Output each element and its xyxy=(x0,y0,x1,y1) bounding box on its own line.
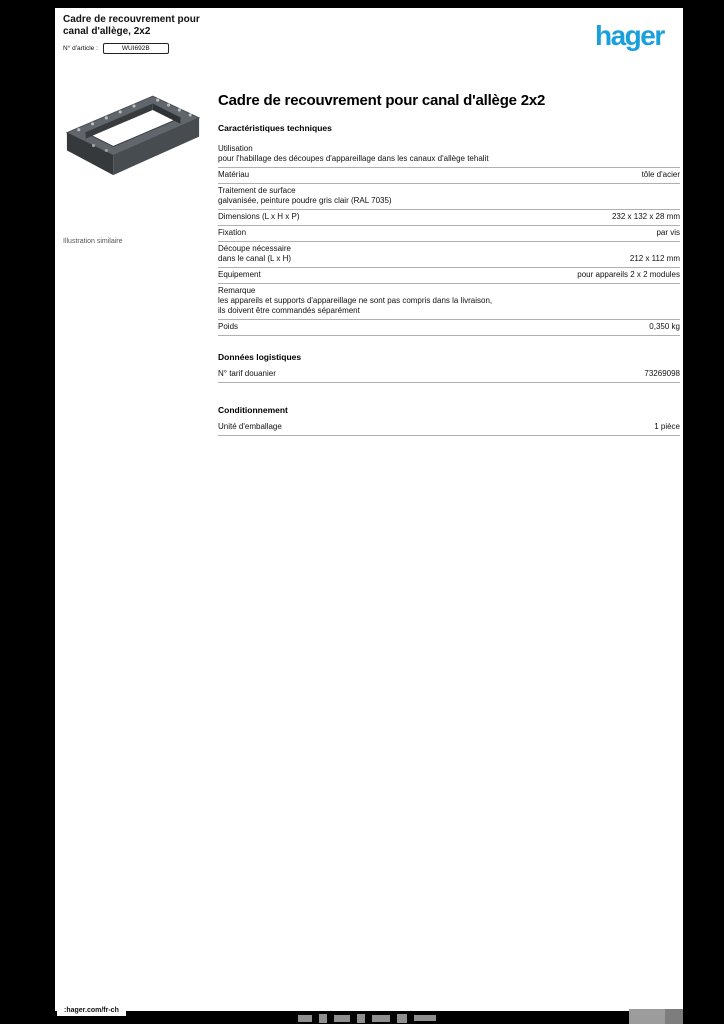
footer-mark-icon xyxy=(357,1013,365,1023)
footer-certification-marks xyxy=(298,1013,436,1023)
footer-page-block xyxy=(629,1009,683,1024)
header-product-name-line2: canal d'allège, 2x2 xyxy=(63,26,151,37)
footer-mark-icon xyxy=(372,1014,390,1022)
spec-row: Matériau tôle d'acier xyxy=(218,168,680,184)
spec-row: Equipement pour appareils 2 x 2 modules xyxy=(218,268,680,284)
spec-row: N° tarif douanier 73269098 xyxy=(218,367,680,383)
footer-mark-icon xyxy=(414,1015,436,1021)
spec-content: Cadre de recouvrement pour canal d'allèg… xyxy=(218,92,680,436)
spec-value: les appareils et supports d'appareillage… xyxy=(218,296,493,305)
header-product-name-line1: Cadre de recouvrement pour xyxy=(63,14,200,25)
spec-row: Poids 0,350 kg xyxy=(218,320,680,336)
logistics-heading: Données logistiques xyxy=(218,352,302,362)
spec-value: pour l'habillage des découpes d'appareil… xyxy=(218,154,489,163)
header-product-block: Cadre de recouvrement pour canal d'allèg… xyxy=(63,14,200,54)
product-photo-caption: Illustration similaire xyxy=(63,238,123,245)
spec-label: N° tarif douanier xyxy=(218,369,276,378)
footer-page-block-accent xyxy=(665,1009,683,1024)
footer-url-badge[interactable]: :hager.com/fr-ch xyxy=(57,1005,126,1016)
footer-mark-icon xyxy=(298,1014,312,1022)
footer-mark-icon xyxy=(319,1013,327,1023)
spec-label: Dimensions (L x H x P) xyxy=(218,212,300,221)
spec-label: Utilisation xyxy=(218,144,253,153)
packaging-heading: Conditionnement xyxy=(218,405,288,415)
spec-row: Remarque les appareils et supports d'app… xyxy=(218,284,680,320)
spec-row: Utilisation pour l'habillage des découpe… xyxy=(218,142,680,168)
spec-row: Découpe nécessaire dans le canal (L x H)… xyxy=(218,242,680,268)
spec-row: Unité d'emballage 1 pièce xyxy=(218,420,680,436)
spec-value: pour appareils 2 x 2 modules xyxy=(577,270,680,279)
spec-value: par vis xyxy=(656,228,680,237)
spec-value: 1 pièce xyxy=(654,422,680,431)
spec-value: 73269098 xyxy=(644,369,680,378)
spec-label: Remarque xyxy=(218,286,256,295)
hager-logo: hager xyxy=(595,20,665,51)
spec-value: galvanisée, peinture poudre gris clair (… xyxy=(218,196,392,205)
spec-label: Découpe nécessaire xyxy=(218,244,291,253)
spec-label: Poids xyxy=(218,322,239,331)
spec-value-line2: ils doivent être commandés séparément xyxy=(218,306,360,315)
product-photo xyxy=(59,86,207,204)
article-number-label: N° d'article : xyxy=(63,45,98,52)
logistics-section: Données logistiques N° tarif douanier 73… xyxy=(218,352,680,383)
product-photo-frame-illustration xyxy=(65,95,201,176)
spec-row: Dimensions (L x H x P) 232 x 132 x 28 mm xyxy=(218,210,680,226)
footer-mark-icon xyxy=(334,1014,350,1022)
spec-section-heading: Caractéristiques techniques xyxy=(218,123,332,133)
spec-label-line2: dans le canal (L x H) xyxy=(218,254,292,263)
datasheet-page: Cadre de recouvrement pour canal d'allèg… xyxy=(55,8,683,1011)
spec-value: tôle d'acier xyxy=(641,170,680,179)
spec-value: 212 x 112 mm xyxy=(629,254,680,263)
product-title: Cadre de recouvrement pour canal d'allèg… xyxy=(218,92,546,109)
spec-table: Utilisation pour l'habillage des découpe… xyxy=(218,142,680,336)
spec-label: Fixation xyxy=(218,228,247,237)
spec-row: Traitement de surface galvanisée, peintu… xyxy=(218,184,680,210)
spec-label: Equipement xyxy=(218,270,261,279)
footer-mark-icon xyxy=(397,1013,407,1023)
packaging-section: Conditionnement Unité d'emballage 1 pièc… xyxy=(218,405,680,436)
spec-label: Traitement de surface xyxy=(218,186,296,195)
spec-value: 0,350 kg xyxy=(649,322,680,331)
article-number-row: N° d'article : WUI692B xyxy=(63,43,200,54)
spec-label: Unité d'emballage xyxy=(218,422,282,431)
article-number-badge: WUI692B xyxy=(102,43,169,54)
spec-value: 232 x 132 x 28 mm xyxy=(611,212,680,221)
spec-row: Fixation par vis xyxy=(218,226,680,242)
spec-label: Matériau xyxy=(218,170,250,179)
